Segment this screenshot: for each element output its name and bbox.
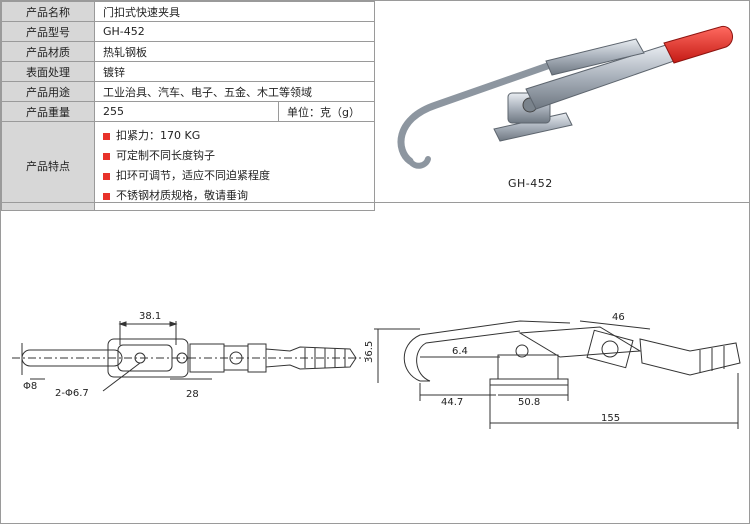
row-label: 产品名称	[1, 1, 95, 22]
bullet-icon	[103, 132, 110, 140]
row-value: 热轧钢板	[94, 41, 375, 62]
row-value: 门扣式快速夹具	[94, 1, 375, 22]
feature-text: 扣紧力：170 KG	[116, 129, 201, 142]
technical-drawing: 38.1 Φ8 2-Φ6.7 28	[12, 311, 741, 429]
dim-46-label: 46	[612, 312, 625, 323]
table-row: 产品材质 热轧钢板	[1, 41, 375, 62]
row-label: 表面处理	[1, 61, 95, 82]
top-view	[12, 321, 365, 392]
features-cell: 扣紧力：170 KG 可定制不同长度钩子 扣环可调节，适应不同迫紧程度 不锈钢材…	[94, 121, 375, 211]
section-divider	[0, 202, 750, 203]
dim-36-5-label: 36.5	[364, 341, 375, 363]
product-photo	[376, 1, 748, 201]
feature-text: 扣环可调节，适应不同迫紧程度	[116, 169, 270, 182]
dim-2phi6-7-label: 2-Φ6.7	[55, 388, 89, 399]
table-row: 产品型号 GH-452	[1, 21, 375, 42]
row-value: 镀锌	[94, 61, 375, 82]
photo-caption: GH-452	[508, 177, 553, 190]
dim-28-label: 28	[186, 389, 199, 400]
dim-50-8-label: 50.8	[518, 397, 540, 408]
row-value: GH-452	[94, 21, 375, 42]
table-row: 表面处理 镀锌	[1, 61, 375, 82]
list-item: 扣紧力：170 KG	[103, 126, 374, 146]
bullet-icon	[103, 172, 110, 180]
row-value: 255	[94, 101, 279, 122]
unit-label: 单位：克（g）	[278, 101, 375, 122]
side-view	[374, 320, 741, 429]
dim-6-4-label: 6.4	[452, 346, 468, 357]
bullet-icon	[103, 192, 110, 200]
table-row: 产品特点 扣紧力：170 KG 可定制不同长度钩子 扣环可调节，适应不同迫紧程度…	[1, 121, 375, 211]
features-label: 产品特点	[1, 121, 95, 211]
table-row: 产品重量 255 单位：克（g）	[1, 101, 375, 122]
latch-clamp-photo	[397, 25, 734, 169]
row-value: 工业治具、汽车、电子、五金、木工等领域	[94, 81, 375, 102]
table-row: 产品名称 门扣式快速夹具	[1, 1, 375, 22]
list-item: 不锈钢材质规格，敬请垂询	[103, 186, 374, 206]
spec-table: 产品名称 门扣式快速夹具 产品型号 GH-452 产品材质 热轧钢板 表面处理 …	[1, 1, 375, 211]
features-list: 扣紧力：170 KG 可定制不同长度钩子 扣环可调节，适应不同迫紧程度 不锈钢材…	[103, 126, 374, 206]
list-item: 扣环可调节，适应不同迫紧程度	[103, 166, 374, 186]
feature-text: 可定制不同长度钩子	[116, 149, 215, 162]
list-item: 可定制不同长度钩子	[103, 146, 374, 166]
row-label: 产品材质	[1, 41, 95, 62]
dim-155-label: 155	[601, 413, 620, 424]
feature-text: 不锈钢材质规格，敬请垂询	[116, 189, 248, 202]
dim-44-7-label: 44.7	[441, 397, 463, 408]
dim-phi8-label: Φ8	[23, 381, 37, 392]
row-label: 产品用途	[1, 81, 95, 102]
bullet-icon	[103, 152, 110, 160]
table-row: 产品用途 工业治具、汽车、电子、五金、木工等领域	[1, 81, 375, 102]
row-label: 产品型号	[1, 21, 95, 42]
dim-38-1-label: 38.1	[139, 311, 161, 322]
row-label: 产品重量	[1, 101, 95, 122]
